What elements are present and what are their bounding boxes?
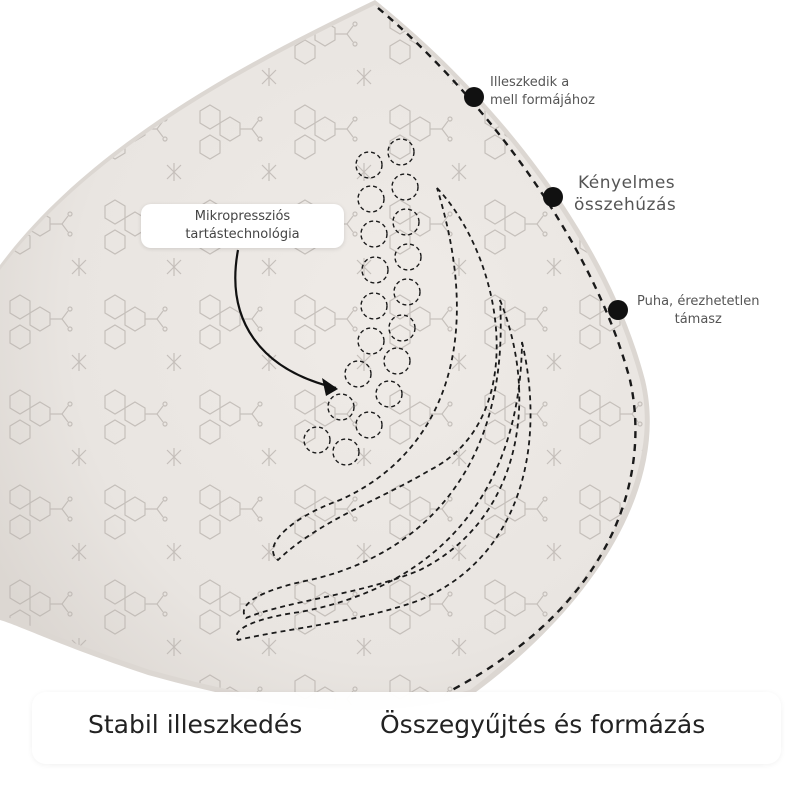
dot-marker-icon [608, 300, 628, 320]
outer-dashed-outline [377, 7, 637, 692]
annotation-soft-support: Puha, érezhetetlen támasz [637, 293, 759, 328]
curved-arrow-icon [234, 249, 338, 396]
callout-line2: tartástechnológia [185, 227, 300, 242]
annotation-comfort: Kényelmes összehúzás [574, 172, 676, 216]
annotation-soft-line1: Puha, érezhetetlen [637, 294, 760, 309]
bottom-feature-bar: Stabil illeszkedés Összegyűjtés és formá… [32, 692, 781, 764]
annotation-fit-line1: Illeszkedik a [490, 75, 570, 90]
dot-marker-icon [543, 187, 563, 207]
annotation-comfort-line1: Kényelmes [578, 173, 676, 193]
callout-line1: Mikropressziós [194, 209, 291, 225]
dot-marker-icon [464, 87, 484, 107]
micro-pressure-circles [303, 138, 422, 466]
feature-stable-fit: Stabil illeszkedés [88, 710, 303, 739]
dashed-crescents [235, 187, 532, 642]
annotation-fit: Illeszkedik a mell formájához [490, 74, 595, 109]
annotation-fit-line2: mell formájához [490, 92, 595, 108]
feature-gather-shape: Összegyűjtés és formázás [380, 710, 706, 739]
callout-micro-pressure: Mikropressziós tartástechnológia [141, 204, 344, 248]
annotation-soft-line2: támasz [674, 311, 722, 327]
annotation-comfort-line2: összehúzás [574, 195, 677, 216]
